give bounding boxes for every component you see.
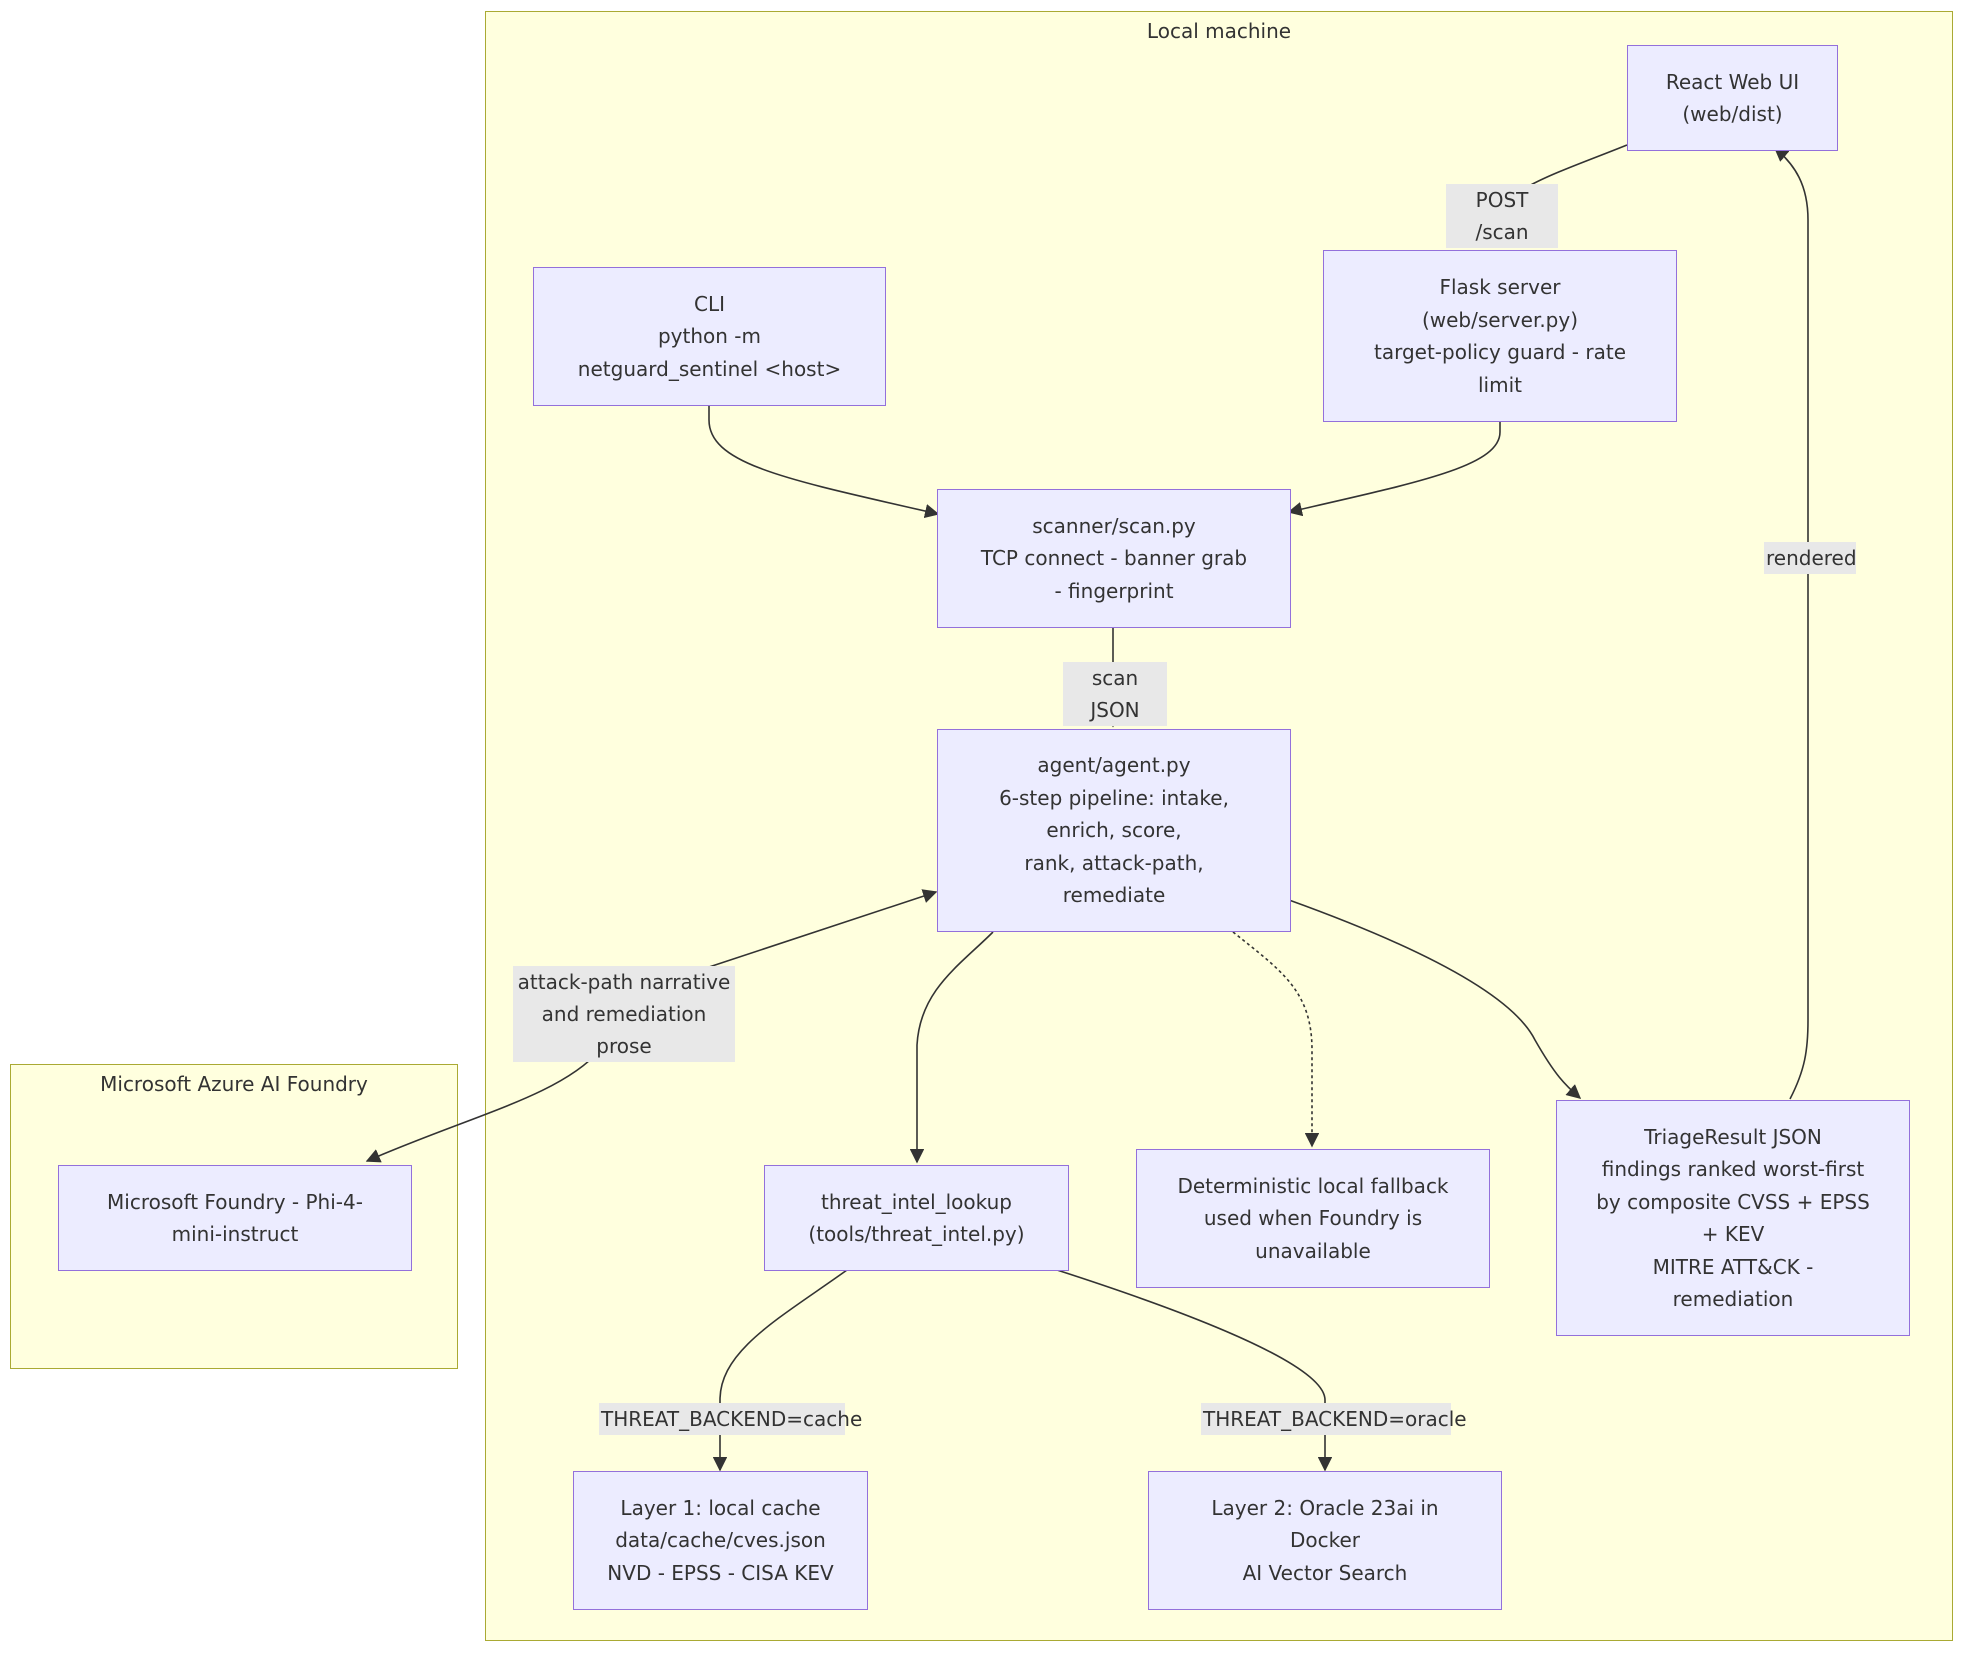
edge-label-scan-json: scan JSON <box>1063 662 1167 726</box>
edge-label-rendered: rendered <box>1764 542 1857 574</box>
edge-flask-to-scanner <box>1287 422 1501 517</box>
node-cli-label: CLI python -m netguard_sentinel <host> <box>577 291 842 381</box>
node-threat-intel-lookup[interactable]: threat_intel_lookup (tools/threat_intel.… <box>764 1165 1069 1271</box>
edge-agent-to-threat-intel <box>909 931 994 1164</box>
edge-agent-to-fallback <box>1232 931 1320 1148</box>
node-flask-server[interactable]: Flask server (web/server.py) target-poli… <box>1323 250 1677 422</box>
node-react-web-ui[interactable]: React Web UI (web/dist) <box>1627 45 1838 151</box>
edge-label-post-scan: POST /scan <box>1446 184 1558 248</box>
edge-label-threat-backend-oracle: THREAT_BACKEND=oracle <box>1201 1403 1467 1435</box>
node-layer2-oracle-label: Layer 2: Oracle 23ai in Docker AI Vector… <box>1211 1495 1439 1585</box>
node-layer1-local-cache-label: Layer 1: local cache data/cache/cves.jso… <box>607 1495 834 1585</box>
edge-triage-to-react <box>1773 147 1809 1100</box>
node-deterministic-fallback[interactable]: Deterministic local fallback used when F… <box>1136 1149 1490 1288</box>
edge-threat-intel-to-layer2 <box>1056 1269 1333 1472</box>
node-layer2-oracle[interactable]: Layer 2: Oracle 23ai in Docker AI Vector… <box>1148 1471 1502 1610</box>
node-threat-intel-lookup-label: threat_intel_lookup (tools/threat_intel.… <box>808 1189 1025 1247</box>
node-flask-server-label: Flask server (web/server.py) target-poli… <box>1373 275 1626 397</box>
node-layer1-local-cache[interactable]: Layer 1: local cache data/cache/cves.jso… <box>573 1471 868 1610</box>
edge-agent-to-triage <box>1288 899 1582 1099</box>
edge-label-attack-path: attack-path narrative and remediation pr… <box>513 966 735 1062</box>
edge-threat-intel-to-layer1 <box>712 1269 848 1472</box>
node-react-web-ui-label: React Web UI (web/dist) <box>1665 69 1800 127</box>
node-scanner[interactable]: scanner/scan.py TCP connect - banner gra… <box>937 489 1291 628</box>
node-triage-result-label: TriageResult JSON findings ranked worst-… <box>1596 1124 1870 1312</box>
cluster-title-local-machine: Local machine <box>1146 19 1292 43</box>
node-microsoft-foundry[interactable]: Microsoft Foundry - Phi-4- mini-instruct <box>58 1165 412 1271</box>
node-deterministic-fallback-label: Deterministic local fallback used when F… <box>1177 1173 1449 1263</box>
node-cli[interactable]: CLI python -m netguard_sentinel <host> <box>533 267 886 406</box>
node-microsoft-foundry-label: Microsoft Foundry - Phi-4- mini-instruct <box>107 1189 363 1247</box>
node-triage-result[interactable]: TriageResult JSON findings ranked worst-… <box>1556 1100 1910 1336</box>
edge-cli-to-scanner <box>708 406 940 519</box>
edge-label-threat-backend-cache: THREAT_BACKEND=cache <box>599 1403 862 1435</box>
node-scanner-label: scanner/scan.py TCP connect - banner gra… <box>980 513 1248 603</box>
cluster-title-azure-ai-foundry: Microsoft Azure AI Foundry <box>100 1072 368 1096</box>
node-agent[interactable]: agent/agent.py 6-step pipeline: intake, … <box>937 729 1291 932</box>
node-agent-label: agent/agent.py 6-step pipeline: intake, … <box>999 753 1229 908</box>
